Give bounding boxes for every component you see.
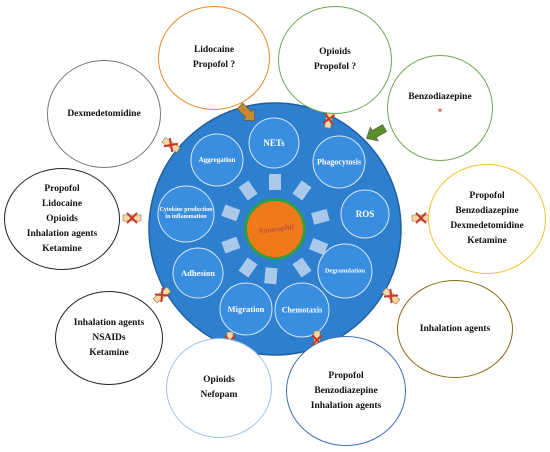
inhibition-arrow (152, 286, 172, 304)
block-arrow (366, 124, 388, 142)
inhibition-arrow (161, 136, 181, 154)
function-node-circle (274, 282, 330, 338)
drug-item: Ketamine (42, 243, 82, 254)
spoke (221, 236, 241, 254)
inhibition-arrow (411, 212, 431, 224)
function-node-circle (157, 185, 215, 243)
function-node-circle (219, 282, 273, 336)
spokes (221, 174, 330, 285)
drug-item: Propofol (469, 191, 505, 201)
inhibition-arrow (381, 287, 401, 305)
inhibition-arrow (122, 212, 142, 224)
block-arrow (236, 102, 256, 122)
node-phagocytosis: Phagocytosis (317, 157, 361, 167)
drug-item: Opioids (46, 213, 78, 224)
spoke (269, 174, 281, 190)
node-aggregation: Aggregation (198, 156, 236, 164)
function-node-circle (340, 189, 390, 239)
drug-group-lower-right: Inhalation agents (397, 280, 513, 378)
drug-group-left: Propofol Lidocaine Opioids Inhalation ag… (4, 168, 120, 270)
drug-item: Dexmedetomidine (450, 221, 524, 231)
spoke (292, 180, 312, 201)
function-node-circle (317, 243, 373, 299)
drug-item: Inhalation agents (73, 317, 145, 328)
node-adhesion: Adhesion (180, 268, 216, 278)
node-migration: Migration (227, 304, 265, 314)
spoke (238, 180, 258, 201)
drug-group-right: Propofol Benzodiazepine Dexmedetomidine … (428, 164, 546, 274)
function-node-circle (312, 135, 366, 189)
drug-item: Inhalation agents (26, 228, 98, 239)
inhibition-arrow (322, 109, 336, 129)
function-node-circle (190, 133, 244, 187)
spoke (308, 238, 329, 256)
drug-group-lower-left: Inhalation agents NSAIDs Ketamine (55, 291, 163, 385)
drug-item: Benzodiazepine (408, 92, 472, 102)
drug-item: NSAIDs (92, 332, 126, 343)
drug-item: Opioids (203, 375, 235, 385)
drug-item: Benzodiazepine (314, 385, 378, 396)
drug-item: Inhalation agents (310, 400, 382, 411)
center-node (247, 201, 303, 257)
drug-item: Benzodiazepine (455, 206, 519, 216)
spoke (264, 267, 278, 285)
drug-group-bottom-right: Propofol Benzodiazepine Inhalation agent… (286, 336, 406, 446)
function-node-circle (172, 247, 224, 299)
drug-item: Opioids (319, 47, 351, 57)
arrows (122, 102, 431, 351)
drug-group-top-left: Lidocaine Propofol ? (158, 6, 270, 110)
drug-item: Ketamine (89, 347, 129, 358)
drug-item: Propofol ? (192, 60, 236, 70)
benzodiazepine-note-mark: * (437, 107, 443, 117)
drug-item: Inhalation agents (419, 323, 491, 334)
spoke (292, 257, 312, 278)
drug-item: Propofol (328, 370, 364, 381)
node-nets: NETs (263, 138, 285, 148)
drug-group-upper-left: Dexmedetomidine (47, 60, 161, 168)
drug-item: Lidocaine (193, 45, 235, 55)
drug-item: Ketamine (467, 236, 507, 246)
node-chemotaxis: Chemotaxis (281, 305, 323, 315)
spoke (311, 208, 330, 225)
drug-group-bottom: Opioids Nefopam (166, 338, 272, 438)
drug-item: Nefopam (200, 390, 238, 400)
node-ros: ROS (355, 209, 375, 219)
drug-item: Dexmedetomidine (67, 108, 141, 119)
drug-item: Lidocaine (41, 198, 83, 209)
drug-item: Propofol (44, 183, 80, 194)
drug-group-top: Opioids Propofol ? (278, 6, 392, 114)
node-degranulation: Degranulation (324, 267, 366, 275)
node-cytokine-production: Cytokine production in inflammation (159, 207, 213, 220)
spoke (221, 204, 241, 222)
function-nodes (157, 117, 390, 338)
drug-group-upper-right: Benzodiazepine * (387, 55, 493, 161)
drug-item: Propofol ? (313, 62, 357, 72)
function-node-circle (248, 117, 300, 169)
spoke (238, 257, 258, 278)
